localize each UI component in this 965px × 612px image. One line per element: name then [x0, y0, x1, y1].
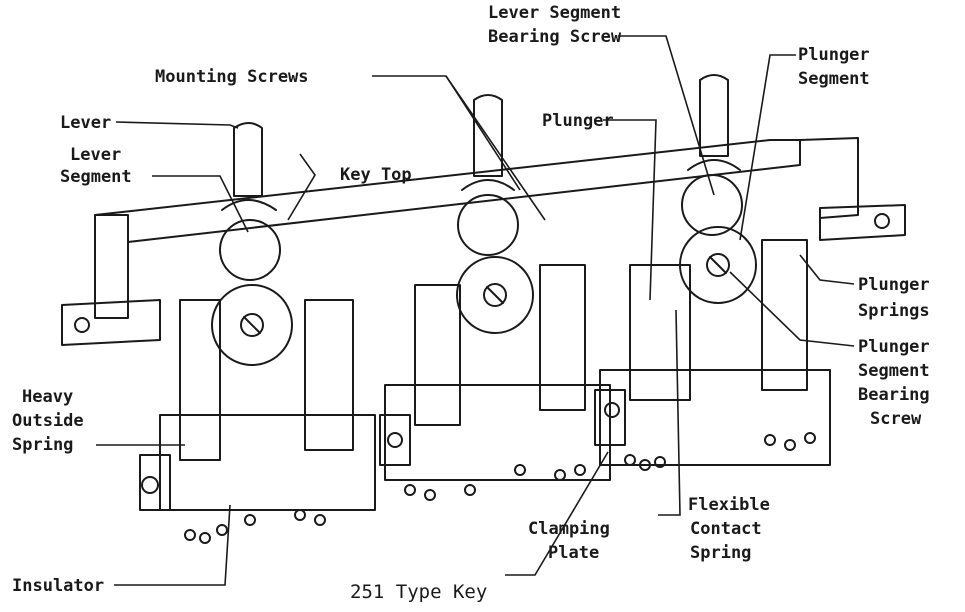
key-unit-1 [139, 122, 376, 544]
insulator-block-1 [159, 414, 376, 511]
lever-segment-gear-1 [219, 219, 281, 281]
lever-handle-2 [473, 94, 503, 177]
label-key-top: Key Top [340, 165, 412, 185]
lever-handle-1 [233, 122, 263, 197]
plunger-segment-disc-1 [211, 284, 293, 366]
labels: Lever Lever Segment Mounting Screws Key … [12, 3, 940, 603]
lever-handle-3 [699, 74, 729, 157]
lever-segment-gear-3 [681, 174, 743, 236]
insulator-block-2 [384, 384, 611, 481]
leader-lines [96, 35, 855, 586]
label-mounting-screws: Mounting Screws [155, 67, 309, 87]
label-flexible-contact-spring: Flexible Contact Spring [688, 495, 780, 563]
insulator-block-3 [599, 369, 831, 466]
key-top-frame [61, 137, 906, 346]
figure-caption: 251 Type Key [350, 581, 487, 603]
label-plunger-segment-bearing-screw: Plunger Segment Bearing Screw [858, 337, 940, 429]
label-insulator: Insulator [12, 576, 104, 596]
plunger-segment-disc-2 [456, 256, 534, 334]
lever-segment-gear-2 [457, 194, 519, 256]
label-lever: Lever [60, 113, 111, 133]
plunger-springs-3 [761, 239, 808, 391]
label-lever-segment-bearing-screw: Lever Segment Bearing Screw [488, 3, 631, 47]
key-unit-2 [379, 94, 611, 501]
label-plunger: Plunger [542, 111, 614, 131]
label-plunger-segment: Plunger Segment [798, 45, 880, 89]
key-unit-3 [594, 74, 831, 471]
spring-stack-1a [179, 299, 221, 461]
label-clamping-plate: Clamping Plate [528, 519, 620, 563]
label-heavy-outside-spring: Heavy Outside Spring [12, 387, 94, 455]
label-plunger-springs: Plunger Springs [858, 275, 940, 321]
label-lever-segment: Lever Segment [60, 145, 132, 187]
